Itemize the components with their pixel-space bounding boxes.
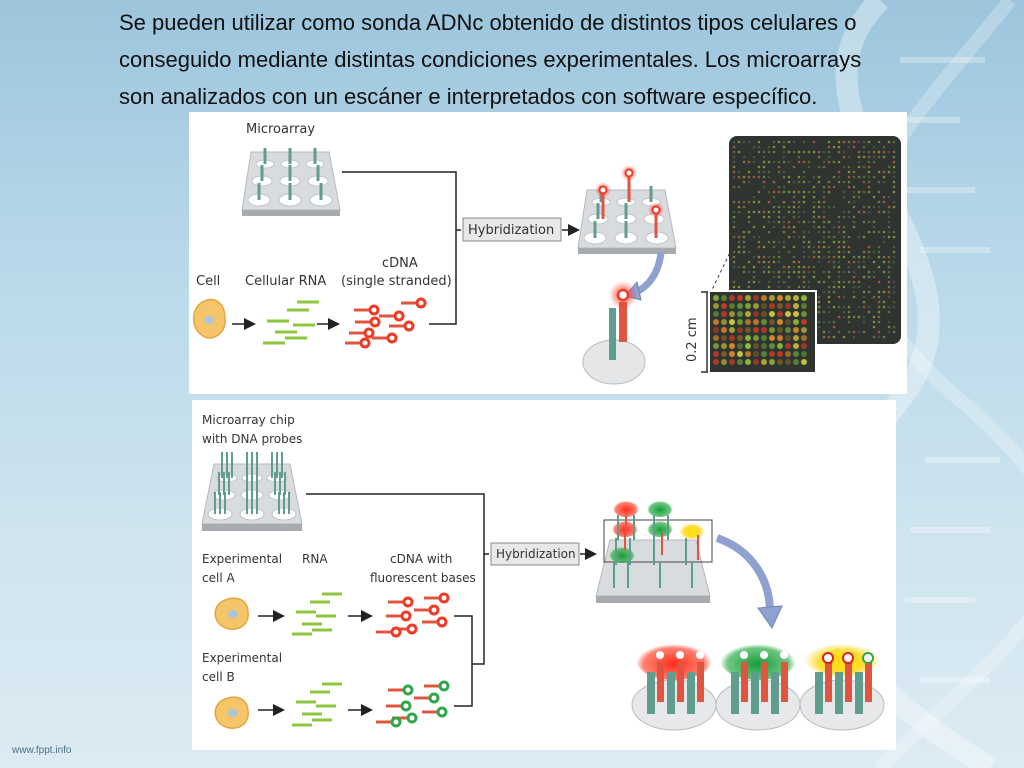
microarray-workflow-figure: Microarray Cell Cellular RNA cDNA (singl…: [189, 112, 907, 394]
cell-b-icon: [214, 696, 249, 729]
caption-line-1: Se pueden utilizar como sonda ADNc obten…: [119, 10, 857, 35]
microarray-chip-icon: [201, 452, 303, 531]
rna-label: RNA: [302, 552, 328, 566]
cell-label: Cell: [196, 274, 220, 289]
cell-icon: [192, 298, 226, 339]
hybridization-step: Hybridization: [490, 542, 580, 566]
microarray-plate-icon: [241, 148, 341, 216]
cell-b-label-line-1: Experimental: [202, 651, 282, 665]
site-watermark: www.fppt.info: [12, 745, 72, 756]
caption-line-3: son analizados con un escáner e interpre…: [119, 84, 818, 109]
connector-microarray: [342, 171, 457, 325]
rna-b-strands: [292, 682, 342, 727]
chip-label-line-1: Microarray chip: [202, 413, 295, 427]
cell-a-label-line-1: Experimental: [202, 552, 282, 566]
connector-cdna-b: [454, 664, 473, 707]
hybridization-label: Hybridization: [496, 547, 576, 561]
cdna-a-red-strands: [376, 592, 450, 638]
cdna-strands: [345, 297, 427, 349]
cdna-single-stranded-label: (single stranded): [341, 274, 452, 289]
zoomed-spot-grid: [708, 290, 817, 374]
rna-strands: [263, 300, 319, 345]
chip-label-line-2: with DNA probes: [202, 432, 302, 446]
cdna-label: cDNA: [382, 256, 418, 271]
cellular-rna-label: Cellular RNA: [245, 274, 326, 289]
cell-a-icon: [214, 597, 249, 630]
rna-a-strands: [292, 592, 342, 636]
spot-green: [715, 640, 801, 731]
caption-line-2: conseguido mediante distintas condicione…: [119, 47, 862, 72]
hybridization-step: Hybridization: [462, 217, 562, 242]
scale-label: 0.2 cm: [685, 317, 700, 362]
zoom-arrowhead-icon: [757, 605, 783, 630]
cdna-label-line-2: fluorescent bases: [370, 571, 476, 585]
slide-caption: Se pueden utilizar como sonda ADNc obten…: [119, 4, 999, 115]
hybridized-chip-icon: [595, 499, 713, 603]
cell-a-label-line-2: cell A: [202, 571, 235, 585]
two-color-microarray-figure: Microarray chip with DNA probes Experime…: [192, 400, 896, 750]
zoom-line-upper: [709, 241, 736, 295]
hybridized-microarray-icon: [577, 165, 677, 254]
cell-b-label-line-2: cell B: [202, 670, 235, 684]
magnified-probe-spot: [582, 281, 646, 385]
hybridization-label: Hybridization: [468, 223, 554, 238]
cdna-b-green-strands: [376, 680, 450, 728]
connector-chip: [306, 493, 489, 555]
microarray-label: Microarray: [246, 122, 315, 137]
zoom-line-right: [815, 249, 836, 293]
zoom-arrow-icon: [715, 534, 774, 613]
spot-yellow: [799, 640, 885, 731]
spot-red: [631, 640, 717, 731]
cdna-label-line-1: cDNA with: [390, 552, 452, 566]
